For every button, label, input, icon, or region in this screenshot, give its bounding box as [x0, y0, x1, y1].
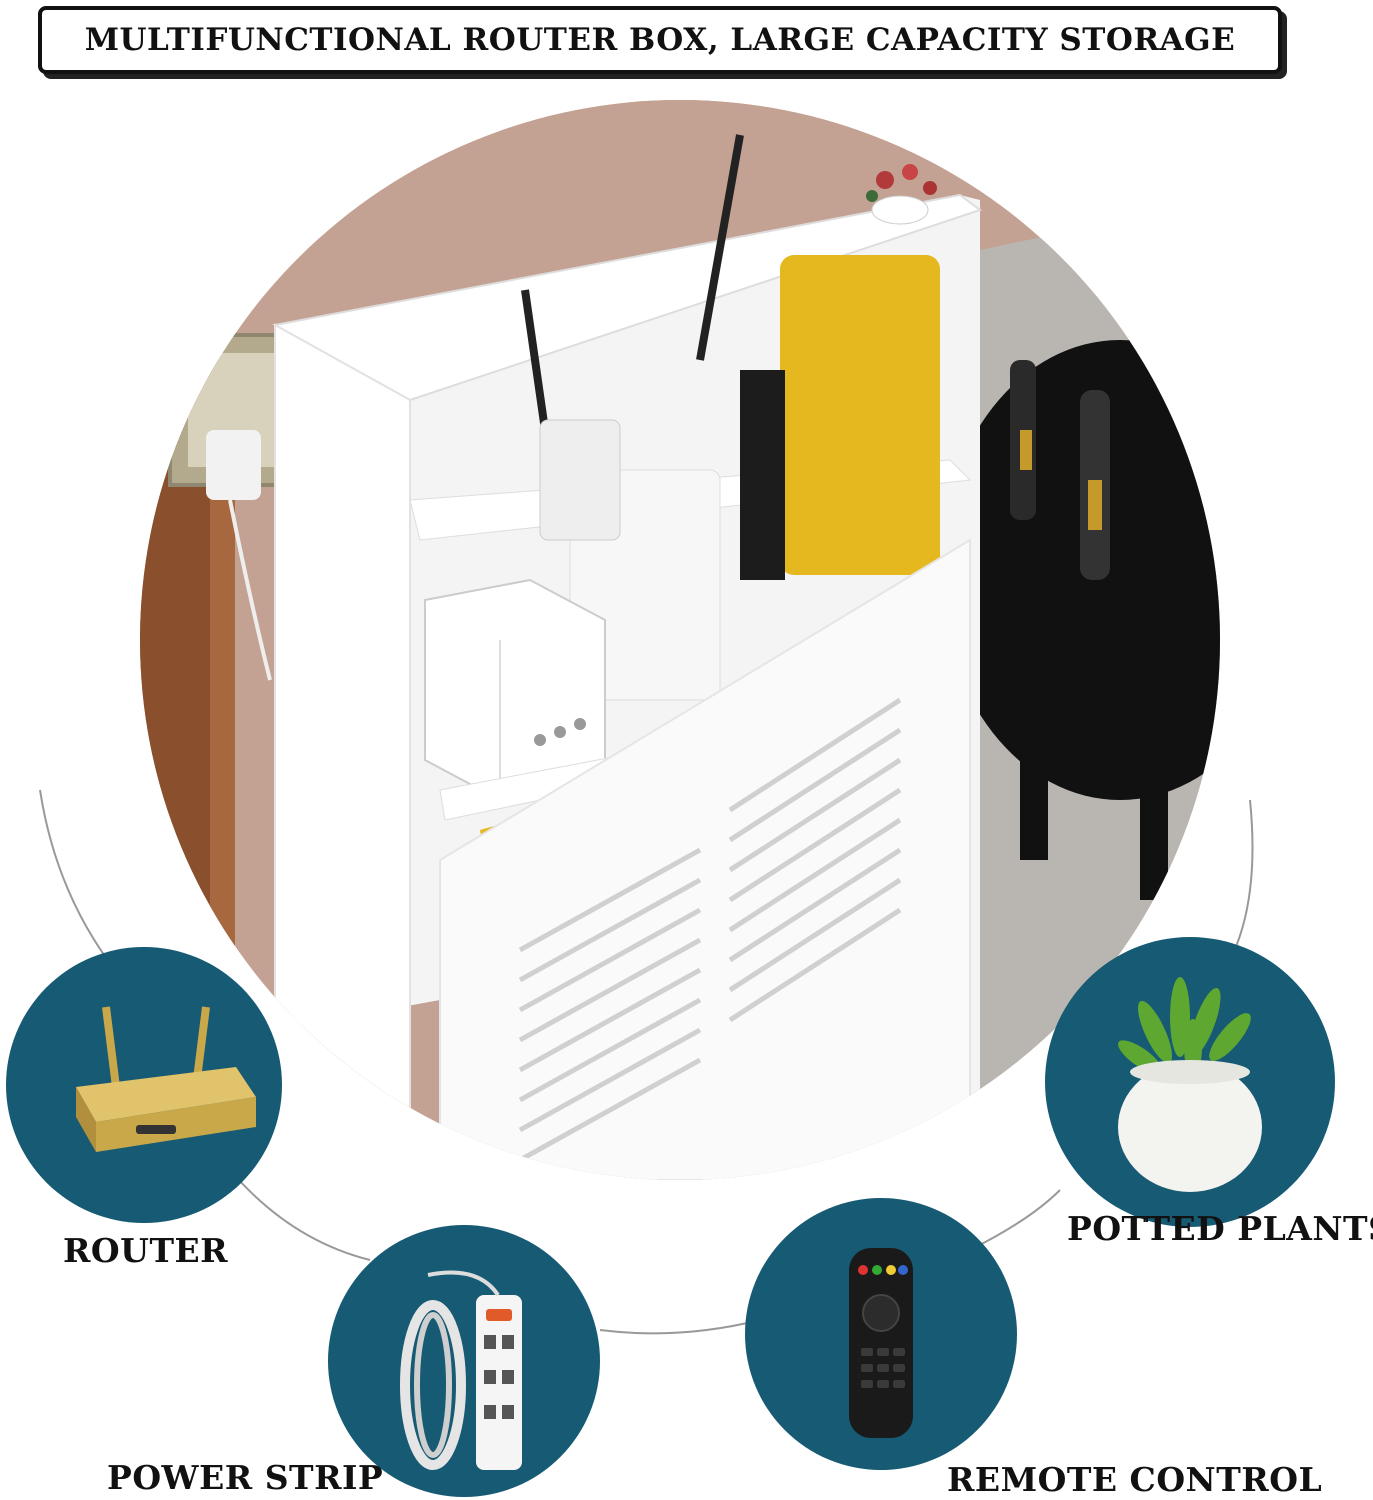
router-icon [76, 1006, 256, 1152]
remote-control-badge [745, 1198, 1017, 1470]
power-strip-label: POWER STRIP [107, 1458, 384, 1497]
router-cabinet-illustration [140, 100, 1220, 1180]
power-strip-badge [328, 1225, 600, 1497]
power-strip-icon [400, 1270, 522, 1470]
router-badge [6, 947, 282, 1223]
remote-control-icon [849, 1248, 913, 1438]
potted-plant-icon [1118, 977, 1262, 1192]
product-photo [140, 100, 1220, 1180]
page-title: MULTIFUNCTIONAL ROUTER BOX, LARGE CAPACI… [84, 22, 1236, 58]
remote-control-label: REMOTE CONTROL [947, 1460, 1323, 1499]
potted-plants-badge [1045, 937, 1335, 1227]
title-banner: MULTIFUNCTIONAL ROUTER BOX, LARGE CAPACI… [38, 6, 1282, 74]
router-label: ROUTER [63, 1231, 229, 1270]
potted-plants-label: POTTED PLANTS [1067, 1209, 1373, 1248]
